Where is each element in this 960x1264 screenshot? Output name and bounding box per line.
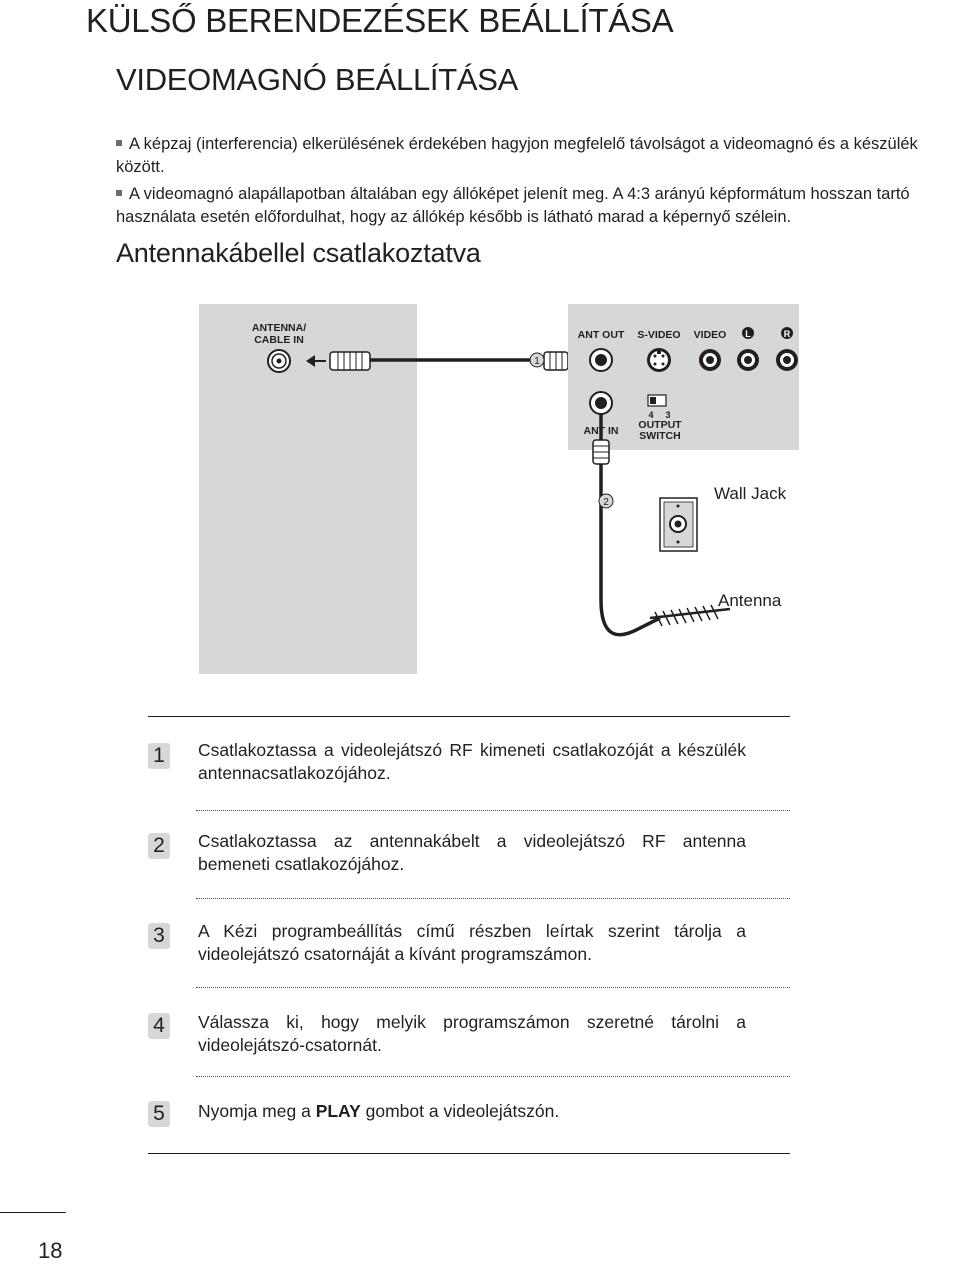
step-text-part: Nyomja meg a: [198, 1101, 316, 1121]
audio-l-jack: [737, 349, 759, 371]
play-keyword: PLAY: [315, 1101, 361, 1121]
page-subtitle: VIDEOMAGNÓ BEÁLLÍTÁSA: [116, 62, 518, 97]
arrow-icon: [306, 355, 326, 367]
output-switch-label-2: SWITCH: [639, 430, 680, 442]
note-item: A képzaj (interferencia) elkerülésének é…: [116, 133, 956, 179]
page-number: 18: [38, 1238, 63, 1263]
rf-cable-1: [329, 351, 569, 371]
vcr-rear-panel: [568, 304, 799, 450]
vcr-ant-out-label: ANT OUT: [578, 329, 625, 341]
antenna-label: Antenna: [718, 591, 782, 610]
page-number-rule: [0, 1212, 66, 1213]
bullet-square-icon: [116, 139, 122, 146]
note-item: A videomagnó alapállapotban általában eg…: [116, 183, 956, 229]
switch-4-label: 4: [648, 410, 653, 420]
note-text: A videomagnó alapállapotban általában eg…: [116, 185, 910, 226]
wall-jack-icon: [659, 497, 698, 552]
step-text: A Kézi programbeállítás című részben leí…: [198, 921, 746, 964]
ant-out-jack: [589, 348, 613, 372]
step-text-part: gombot a videolejátszón.: [360, 1101, 560, 1121]
tv-antenna-jack: [267, 349, 291, 373]
step-number: 1: [148, 743, 170, 769]
step-divider: [196, 810, 790, 811]
audio-r-jack: [776, 349, 798, 371]
video-jack: [699, 349, 721, 371]
tv-cable-in-label: CABLE IN: [254, 334, 304, 346]
steps-bottom-rule: [148, 1153, 790, 1154]
marker-1: 1: [529, 352, 545, 368]
step-text: Csatlakoztassa a videolejátszó RF kimene…: [198, 740, 746, 783]
switch-3-label: 3: [665, 410, 670, 420]
antenna-icon: [649, 604, 731, 627]
marker-1-label: 1: [534, 356, 540, 367]
rf-cable-2: [592, 414, 661, 637]
marker-2-label: 2: [603, 497, 609, 508]
ant-in-jack: [589, 391, 613, 415]
tv-antenna-label: ANTENNA/: [252, 322, 306, 334]
marker-2: 2: [598, 493, 614, 509]
svideo-jack: [647, 348, 671, 372]
steps-top-rule: [148, 716, 790, 717]
bullet-square-icon: [116, 189, 122, 196]
connection-diagram: ANTENNA/ CABLE IN 1 ANT OUT S-VIDEO VIDE…: [199, 304, 799, 674]
step-text: Válassza ki, hogy melyik programszámon s…: [198, 1012, 746, 1055]
step-number: 3: [148, 923, 170, 949]
page-title: KÜLSŐ BERENDEZÉSEK BEÁLLÍTÁSA: [86, 2, 674, 39]
vcr-svideo-label: S-VIDEO: [637, 329, 680, 341]
output-switch: [647, 394, 667, 407]
step-text: Csatlakoztassa az antennakábelt a videol…: [198, 831, 746, 874]
vcr-l-label: L: [745, 329, 751, 339]
step-number: 2: [148, 833, 170, 859]
note-text: A képzaj (interferencia) elkerülésének é…: [116, 135, 918, 176]
vcr-video-label: VIDEO: [694, 329, 727, 341]
step-divider: [196, 987, 790, 988]
step-divider: [196, 1076, 790, 1077]
step-number: 5: [148, 1101, 170, 1127]
tv-rear-panel: [199, 304, 417, 674]
step-text: Nyomja meg a PLAY gombot a videolejátszó…: [198, 1100, 746, 1123]
vcr-r-label: R: [784, 329, 791, 339]
section-title: Antennakábellel csatlakoztatva: [116, 238, 481, 268]
wall-jack-label: Wall Jack: [714, 484, 787, 503]
step-number: 4: [148, 1013, 170, 1039]
step-divider: [196, 898, 790, 899]
output-switch-label-1: OUTPUT: [638, 419, 682, 431]
